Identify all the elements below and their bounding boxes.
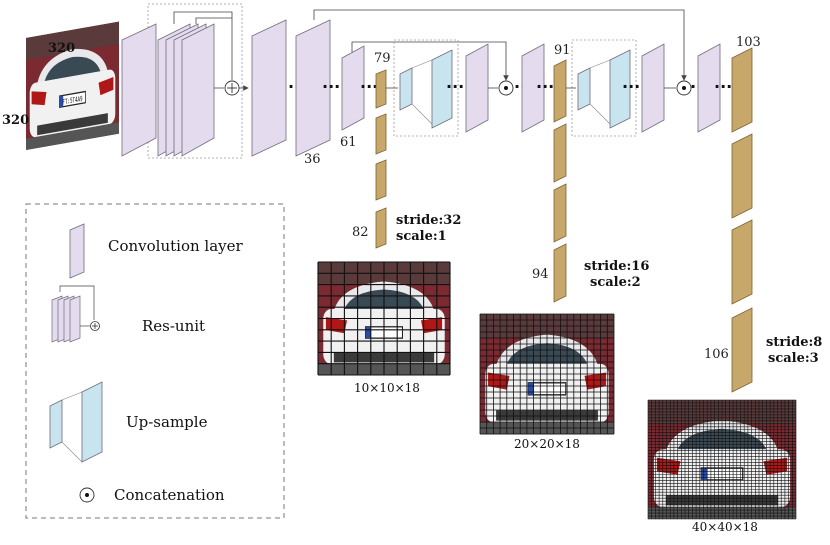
grid-label-10: 10×10×18 (354, 381, 420, 395)
legend-res-icon (51, 285, 100, 343)
layer-label-82: 82 (352, 225, 369, 240)
output-layer (553, 183, 567, 243)
svg-text:···: ··· (446, 77, 464, 96)
output-layer (375, 159, 387, 201)
scale-label-2: scale:2 (590, 275, 641, 290)
layer-label-36: 36 (304, 152, 321, 167)
legend-conv-icon (69, 223, 85, 279)
conv-layer (295, 19, 331, 157)
stride-label-2: stride:16 (584, 259, 649, 274)
conv-layer (521, 43, 545, 133)
legend-concat-label: Concatenation (114, 486, 225, 504)
output-layer (731, 219, 753, 305)
input-width-label: 320 (48, 41, 75, 56)
svg-text:···: ··· (622, 77, 640, 96)
upsample-block (566, 39, 637, 137)
skip-connection-36 (313, 9, 687, 81)
stride-label-3: stride:8 (766, 335, 822, 350)
scale-label-3: scale:3 (768, 351, 819, 366)
output-layer (553, 243, 567, 303)
grid-image-10 (317, 261, 451, 377)
svg-text:···: ··· (714, 77, 732, 96)
grid-label-40: 40×40×18 (692, 520, 758, 534)
conv-layer (697, 43, 721, 133)
legend: Convolution layer Res-unit Up-sample Con… (25, 203, 285, 519)
legend-conv-label: Convolution layer (108, 237, 244, 255)
grid-image-20 (479, 313, 615, 436)
input-plate-text: FT:5T4A9 (62, 96, 82, 107)
output-layer (375, 69, 387, 109)
output-layer (375, 207, 387, 249)
legend-upsample-icon (49, 381, 103, 463)
conv-layer (465, 43, 489, 133)
output-layer (553, 59, 567, 123)
scale-label-1: scale:1 (396, 229, 447, 244)
grid-image-40 (647, 399, 797, 520)
output-layer (731, 133, 753, 219)
conv-layer (181, 23, 215, 157)
layer-label-103: 103 (736, 35, 761, 50)
svg-text:···: ··· (536, 77, 554, 96)
conv-layer (341, 45, 365, 131)
skip-connection-61 (351, 41, 509, 81)
layer-label-91: 91 (554, 43, 571, 58)
output-layer (731, 307, 753, 393)
conv-layer (641, 43, 665, 133)
upsample-block (386, 39, 459, 137)
layer-label-79: 79 (374, 51, 391, 66)
stride-label-1: stride:32 (396, 213, 461, 228)
layer-label-61: 61 (340, 135, 357, 150)
res-unit-block (121, 3, 249, 159)
svg-text:···: ··· (322, 77, 340, 96)
legend-res-label: Res-unit (142, 317, 205, 335)
legend-upsample-label: Up-sample (126, 413, 208, 431)
layer-label-106: 106 (704, 347, 729, 362)
output-layer (375, 113, 387, 155)
input-image: FT:5T4A9 (25, 20, 120, 151)
output-layer (553, 123, 567, 183)
grid-label-20: 20×20×18 (514, 437, 580, 451)
conv-layer (121, 23, 157, 157)
svg-text:···: ··· (360, 77, 378, 96)
input-height-label: 320 (2, 113, 29, 128)
layer-label-94: 94 (532, 267, 549, 282)
output-layer (731, 47, 753, 133)
conv-layer (251, 19, 287, 157)
